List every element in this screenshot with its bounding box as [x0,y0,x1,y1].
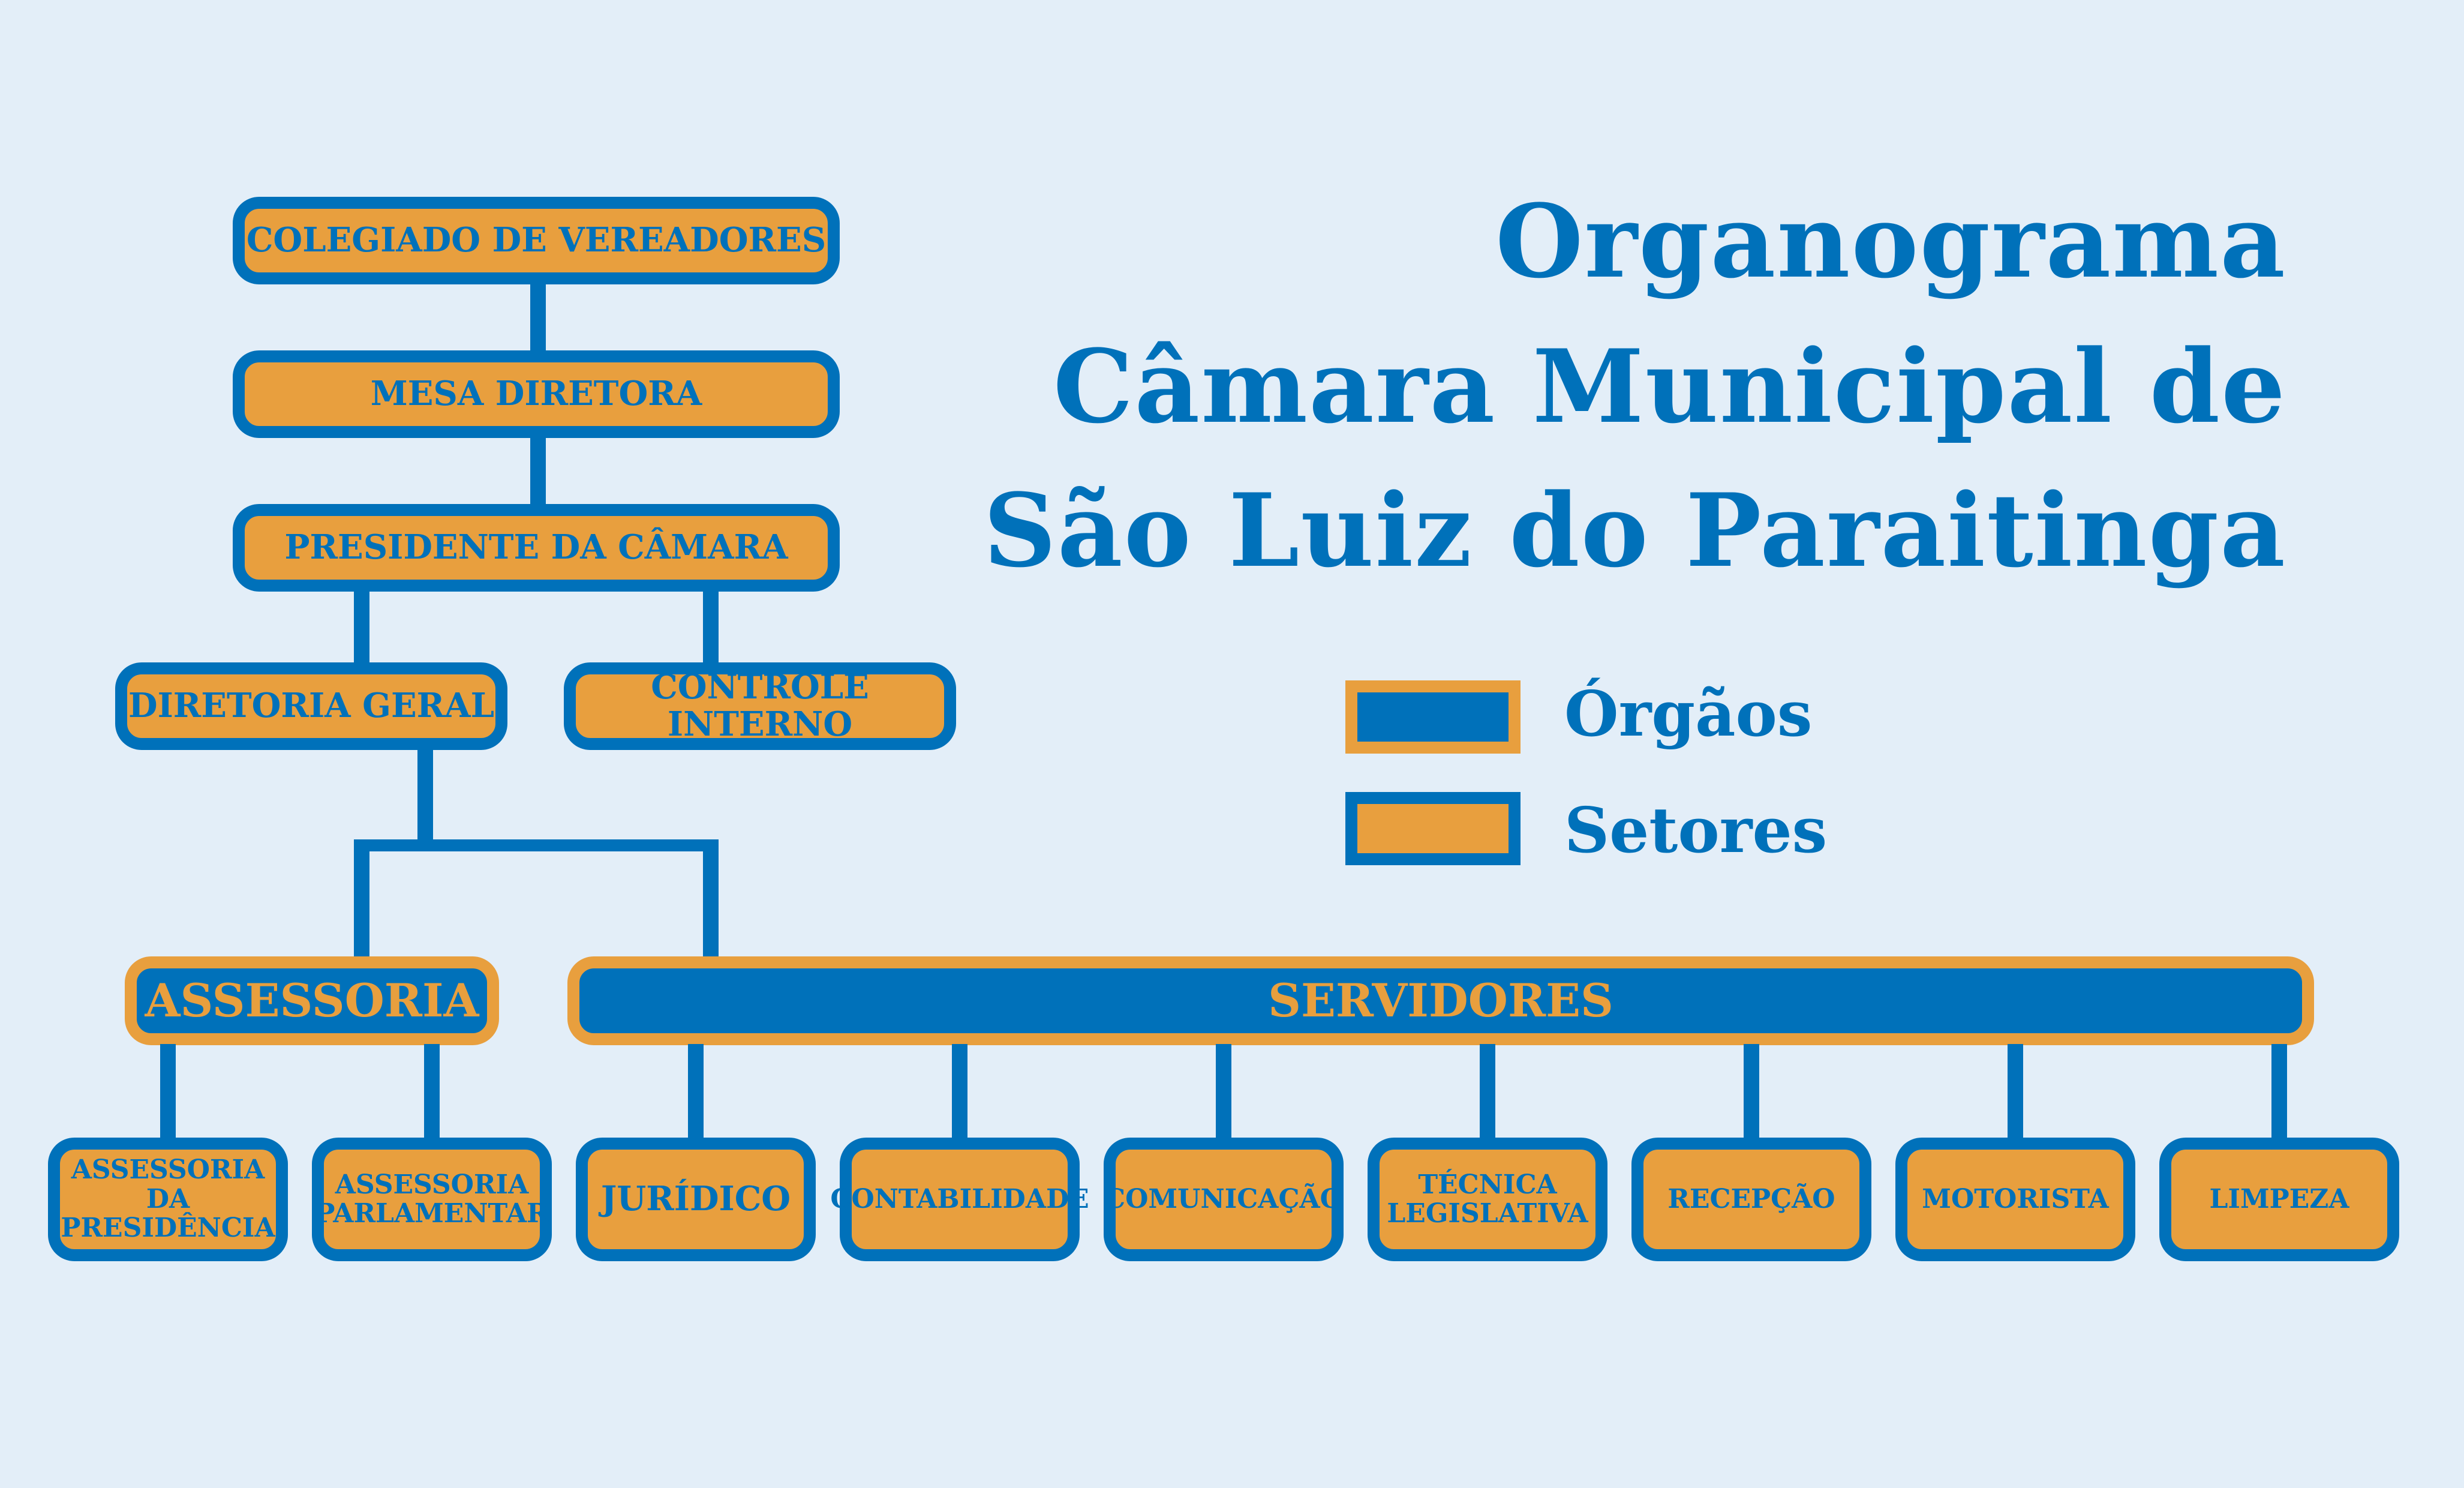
connector-leaf [2271,1044,2287,1139]
node-label: DIRETORIA GERAL [128,686,494,726]
connector-mesa-presidente [530,436,546,508]
connector-branch-servidores [703,839,719,959]
legend-swatch-setores [1345,792,1521,865]
title-line-1: Organograma [1495,182,2286,301]
node-mesa-diretora[interactable]: MESA DIRETORA [233,350,840,438]
legend-label-setores: Setores [1564,793,1828,867]
node-tecnica-legislativa[interactable]: TÉCNICA LEGISLATIVA [1368,1138,1607,1261]
connector-leaf [1480,1044,1495,1139]
connector-leaf [2008,1044,2023,1139]
node-assessoria-da-presidencia[interactable]: ASSESSORIA DA PRESIDÊNCIA [48,1138,288,1261]
node-label: ASSESSORIA DA PRESIDÊNCIA [61,1154,275,1244]
node-motorista[interactable]: MOTORISTA [1895,1138,2135,1261]
node-assessoria[interactable]: ASSESSORIA [125,956,499,1045]
legend-label-orgaos: Órgãos [1564,677,1813,751]
connector-colegiado-mesa [530,282,546,354]
node-label: MOTORISTA [1922,1183,2109,1214]
node-label: COLEGIADO DE VEREADORES [246,220,827,260]
title-line-2: Câmara Municipal de [1053,327,2286,446]
connector-leaf [160,1044,176,1139]
node-assessoria-parlamentar[interactable]: ASSESSORIA PARLAMENTAR [312,1138,552,1261]
node-diretoria-geral[interactable]: DIRETORIA GERAL [115,662,507,750]
connector-presidente-controle [703,589,719,665]
node-label: RECEPÇÃO [1667,1183,1835,1214]
node-servidores[interactable]: SERVIDORES [567,956,2314,1045]
node-label: LIMPEZA [2209,1183,2349,1214]
legend-swatch-orgaos [1345,680,1521,754]
node-label: CONTROLE INTERNO [651,667,869,744]
node-label: COMUNICAÇÃO [1104,1183,1343,1214]
connector-leaf [1216,1044,1231,1139]
connector-diretoria-down [417,747,433,843]
title-line-3: São Luiz do Paraitinga [983,471,2286,590]
connector-leaf [952,1044,967,1139]
node-juridico[interactable]: JURÍDICO [576,1138,816,1261]
connector-leaf [424,1044,440,1139]
connector-leaf [688,1044,704,1139]
node-label: ASSESSORIA PARLAMENTAR [315,1169,549,1229]
node-contabilidade[interactable]: CONTABILIDADE [830,1138,1089,1261]
node-comunicacao[interactable]: COMUNICAÇÃO [1104,1138,1344,1261]
connector-presidente-diretoria [354,589,369,665]
node-label: SERVIDORES [1268,974,1613,1028]
node-controle-interno[interactable]: CONTROLE INTERNO [564,662,956,750]
connector-horizontal-branch [354,839,719,851]
connector-leaf [1744,1044,1759,1139]
node-limpeza[interactable]: LIMPEZA [2159,1138,2399,1261]
node-label: JURÍDICO [600,1179,791,1219]
node-label: ASSESSORIA [145,974,479,1028]
node-label: MESA DIRETORA [370,374,702,414]
node-presidente-da-camara[interactable]: PRESIDENTE DA CÂMARA [233,504,840,592]
node-recepcao[interactable]: RECEPÇÃO [1631,1138,1871,1261]
node-label: PRESIDENTE DA CÂMARA [284,527,788,568]
node-colegiado-de-vereadores[interactable]: COLEGIADO DE VEREADORES [233,197,840,284]
node-label: CONTABILIDADE [830,1183,1089,1214]
connector-branch-assessoria [354,839,369,959]
node-label: TÉCNICA LEGISLATIVA [1387,1169,1588,1229]
